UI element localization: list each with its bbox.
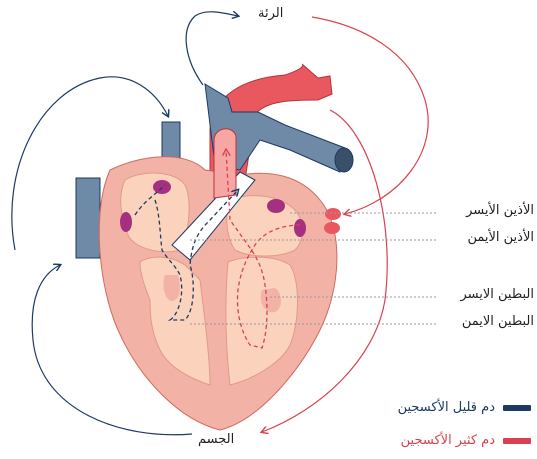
valve-right-side <box>294 219 306 237</box>
valve-top-left <box>153 180 171 194</box>
legend-oxygenated: دم كثير الأكسجين <box>401 433 531 448</box>
legend-oxygenated-label: دم كثير الأكسجين <box>401 433 495 448</box>
left-ventricle-label: البطين الايسر <box>460 287 534 302</box>
lungs-to-left-atrium-arrow <box>312 17 428 214</box>
lungs-label: الرئة <box>258 6 283 21</box>
aortic-root-pink <box>214 129 236 198</box>
inferior-vena-cava <box>76 178 100 258</box>
pulmonary-artery-opening <box>335 148 353 172</box>
valve-left-side <box>120 212 132 232</box>
pulmonary-artery-to-lungs-arrow <box>186 12 238 85</box>
legend-deoxygenated: دم قليل الأكسجين <box>398 400 531 415</box>
legend-deoxygenated-label: دم قليل الأكسجين <box>398 400 495 415</box>
right-atrium-label: الأذين الأيمن <box>467 230 534 245</box>
right-ventricle-label: البطين الايمن <box>462 314 534 329</box>
legend-swatch-red <box>503 438 531 444</box>
valve-top-right <box>267 199 285 213</box>
pulmonary-vein-lower <box>324 222 340 234</box>
left-atrium-label: الأذين الأيسر <box>466 203 534 218</box>
legend-swatch-blue <box>503 405 531 411</box>
body-label: الجسم <box>198 432 234 447</box>
pulmonary-vein-upper <box>325 208 341 220</box>
